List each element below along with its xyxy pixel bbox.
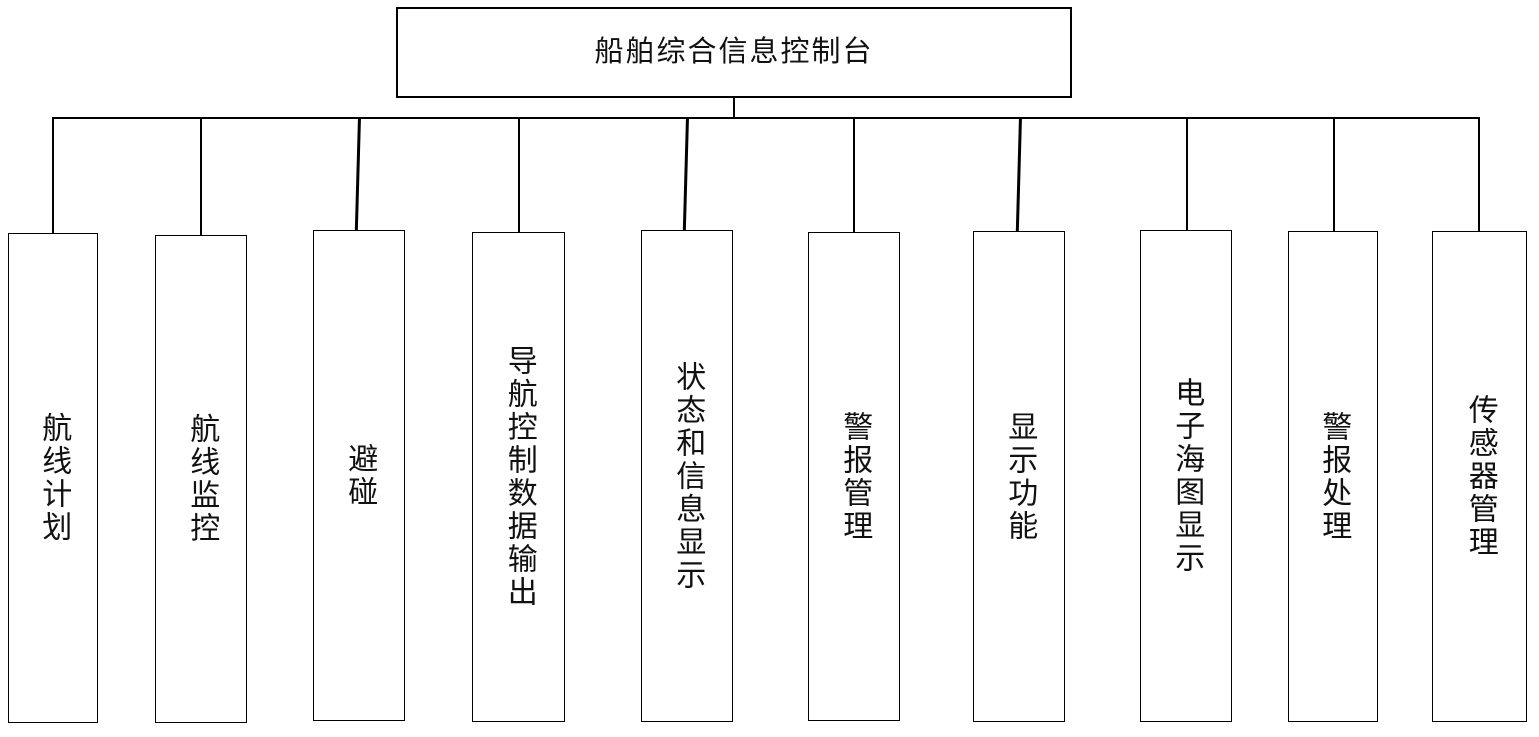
connector-child-3 [354, 117, 361, 233]
node-child-10-label: 传感器管理 [1463, 394, 1497, 559]
connector-child-9 [1333, 117, 1335, 233]
connector-child-2 [200, 117, 202, 235]
connector-child-4 [518, 117, 520, 234]
node-child-1-label: 航线计划 [37, 412, 71, 544]
node-child-3[interactable]: 避碰 [313, 230, 405, 721]
node-child-9-label: 警报处理 [1317, 410, 1351, 543]
node-child-5-label: 状态和信息显示 [671, 360, 705, 592]
connector-child-6 [853, 117, 855, 233]
node-child-6[interactable]: 警报管理 [808, 232, 900, 721]
node-child-7[interactable]: 显示功能 [973, 231, 1065, 722]
node-child-8[interactable]: 电子海图显示 [1140, 230, 1232, 722]
node-child-7-label: 显示功能 [1003, 410, 1037, 543]
node-child-10[interactable]: 传感器管理 [1432, 231, 1527, 722]
node-child-2[interactable]: 航线监控 [155, 235, 247, 723]
node-child-8-label: 电子海图显示 [1170, 377, 1204, 575]
connector-child-1 [52, 117, 54, 234]
node-root-label: 船舶综合信息控制台 [594, 36, 874, 68]
root-stem-connector [733, 98, 735, 118]
connector-child-7 [1015, 117, 1022, 233]
node-child-2-label: 航线监控 [185, 413, 219, 545]
node-root[interactable]: 船舶综合信息控制台 [396, 7, 1072, 98]
connector-child-8 [1186, 117, 1188, 233]
node-child-5[interactable]: 状态和信息显示 [641, 230, 733, 722]
node-child-1[interactable]: 航线计划 [8, 233, 98, 723]
bus-horizontal [52, 117, 1479, 119]
node-child-3-label: 避碰 [343, 442, 377, 509]
node-child-9[interactable]: 警报处理 [1288, 231, 1378, 722]
connector-child-10 [1478, 117, 1480, 233]
node-child-4-label: 导航控制数据输出 [502, 345, 536, 609]
node-child-6-label: 警报管理 [838, 410, 872, 543]
connector-child-5 [682, 117, 689, 232]
node-child-4[interactable]: 导航控制数据输出 [472, 232, 565, 722]
